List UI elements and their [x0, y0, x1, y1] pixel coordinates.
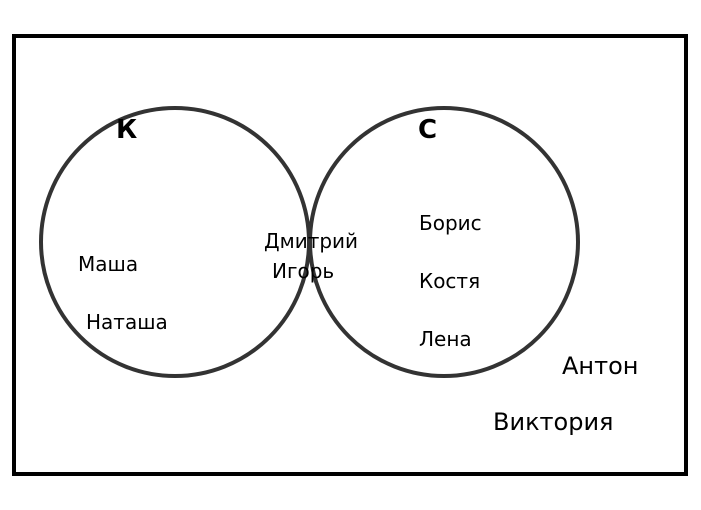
intersection-name: Игорь: [272, 259, 334, 283]
circle-c: [308, 106, 580, 378]
outside-name: Антон: [562, 352, 638, 380]
set-label-c: С: [418, 115, 437, 145]
outside-name: Виктория: [493, 408, 614, 436]
c-only-name: Костя: [419, 269, 480, 293]
k-only-name: Наташа: [86, 310, 168, 334]
k-only-name: Маша: [78, 252, 138, 276]
intersection-name: Дмитрий: [264, 229, 358, 253]
set-label-k: К: [116, 115, 137, 145]
universe-frame: [12, 34, 688, 476]
c-only-name: Лена: [419, 327, 472, 351]
c-only-name: Борис: [419, 211, 482, 235]
